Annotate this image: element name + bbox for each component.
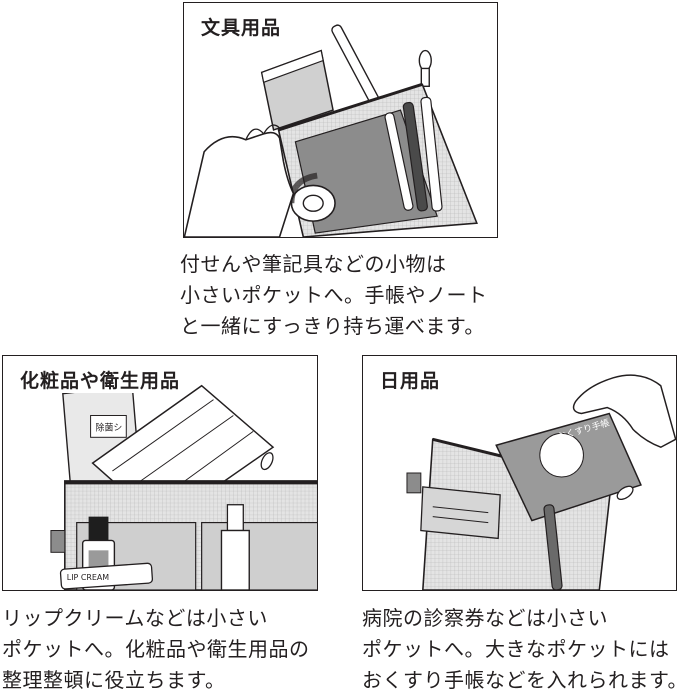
caption-daily: 病院の診察券などは小さい ポケットへ。大きなポケットには おくすり手帳などを入れ…: [362, 603, 679, 696]
caption-line: ポケットへ。化粧品や衛生用品の: [2, 637, 310, 661]
panel-title-stationery: 文具用品: [198, 13, 285, 40]
panel-stationery: 文具用品: [183, 2, 498, 238]
sticky-notes-icon: [260, 49, 334, 131]
caption-stationery: 付せんや筆記具などの小物は 小さいポケットへ。手帳やノート と一緒にすっきり持ち…: [180, 249, 488, 342]
panel-daily: 日用品 おくすり手帳: [362, 355, 677, 591]
caption-line: 病院の診察券などは小さい: [362, 606, 608, 630]
cosmetics-illustration: 除菌シ LIP CREAM: [50, 384, 317, 590]
caption-cosmetics: リップクリームなどは小さい ポケットへ。化粧品や衛生用品の 整理整頓に役立ちます…: [2, 603, 310, 696]
caption-line: 付せんや筆記具などの小物は: [180, 252, 447, 276]
clinic-card-icon: [420, 486, 501, 540]
zipper-pull-icon: [260, 452, 274, 471]
zipper-pull-icon: [616, 485, 634, 501]
spray-bottle-icon: [220, 504, 250, 590]
hand-icon: [572, 374, 676, 449]
pen-icon: [331, 24, 381, 107]
panel-cosmetics: 化粧品や衛生用品 除菌シ: [2, 355, 318, 591]
caption-line: と一緒にすっきり持ち運べます。: [180, 314, 485, 338]
wipes-label: 除菌シ: [96, 421, 123, 433]
daily-illustration: おくすり手帳: [406, 374, 676, 590]
stationery-illustration: [184, 24, 478, 237]
pen-icon: [543, 504, 563, 590]
panel-title-cosmetics: 化粧品や衛生用品: [17, 366, 184, 393]
caption-line: 整理整頓に役立ちます。: [2, 668, 226, 692]
caption-line: 小さいポケットへ。手帳やノート: [180, 283, 488, 307]
hand-icon: [184, 124, 295, 237]
caption-line: リップクリームなどは小さい: [2, 606, 268, 630]
zipper-pull-icon: [418, 49, 432, 87]
tape-roll-icon: [288, 172, 336, 222]
pens-in-pocket-icon: [384, 96, 443, 212]
medicine-notebook-icon: [495, 412, 642, 522]
lip-cream-label: LIP CREAM: [67, 573, 110, 582]
caption-line: おくすり手帳などを入れられます。: [362, 668, 679, 692]
panel-title-daily: 日用品: [377, 366, 444, 393]
caption-line: ポケットへ。大きなポケットには: [362, 637, 670, 661]
lip-cream-icon: [59, 562, 154, 590]
